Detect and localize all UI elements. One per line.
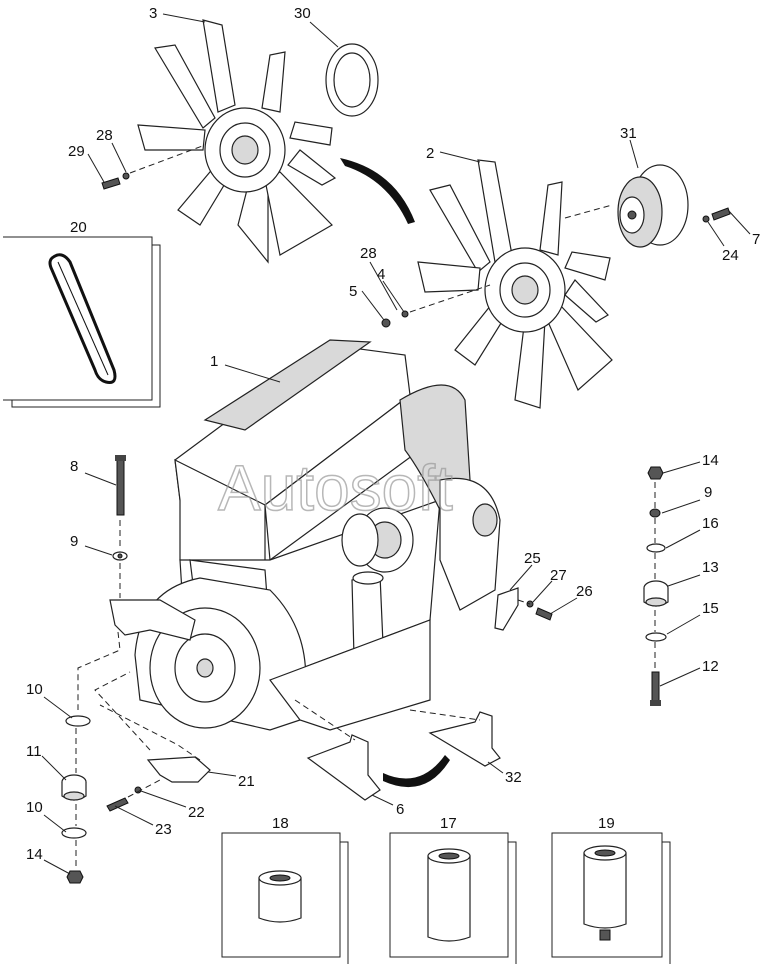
callout-14: 14 bbox=[702, 452, 719, 469]
callout-30: 30 bbox=[294, 5, 311, 22]
bracket-32 bbox=[428, 711, 501, 767]
isolator-11 bbox=[61, 774, 87, 801]
bolt-23 bbox=[106, 797, 129, 812]
callout-10b: 10 bbox=[26, 799, 43, 816]
bracket-25 bbox=[494, 587, 519, 631]
callout-12: 12 bbox=[702, 658, 719, 675]
fan-3 bbox=[137, 19, 337, 264]
bracket-21 bbox=[146, 756, 211, 783]
callout-2: 2 bbox=[426, 145, 434, 162]
callout-16: 16 bbox=[702, 515, 719, 532]
callout-32: 32 bbox=[505, 769, 522, 786]
bolt-7 bbox=[711, 207, 731, 221]
callout-26: 26 bbox=[576, 583, 593, 600]
callout-7: 7 bbox=[752, 231, 760, 248]
bracket-6 bbox=[306, 734, 381, 801]
callout-24: 24 bbox=[722, 247, 739, 264]
nut-14a bbox=[647, 466, 664, 480]
callout-6: 6 bbox=[396, 801, 404, 818]
washer-10a bbox=[65, 715, 91, 727]
callout-9b: 9 bbox=[704, 484, 712, 501]
callout-28b: 28 bbox=[360, 245, 377, 262]
callout-29: 29 bbox=[68, 143, 85, 160]
filter-box-19 bbox=[551, 832, 671, 964]
filter-box-17 bbox=[389, 832, 517, 964]
arrow-bracket bbox=[383, 755, 450, 788]
callout-15: 15 bbox=[702, 600, 719, 617]
callout-22: 22 bbox=[188, 804, 205, 821]
callout-5: 5 bbox=[349, 283, 357, 300]
callout-17: 17 bbox=[440, 815, 457, 832]
callout-1: 1 bbox=[210, 353, 218, 370]
arrow-upgrade bbox=[340, 158, 415, 224]
callout-9: 9 bbox=[70, 533, 78, 550]
bolt-8 bbox=[116, 457, 125, 516]
fan-hub-31 bbox=[617, 164, 689, 248]
watermark: Autosoft bbox=[218, 452, 453, 524]
callout-19: 19 bbox=[598, 815, 615, 832]
callout-14b: 14 bbox=[26, 846, 43, 863]
callout-3: 3 bbox=[149, 5, 157, 22]
callout-10: 10 bbox=[26, 681, 43, 698]
fan-2 bbox=[417, 159, 613, 409]
belt-20-box bbox=[3, 236, 161, 408]
washer-15 bbox=[645, 632, 667, 642]
isolator-13 bbox=[643, 580, 669, 607]
washer-9b bbox=[649, 508, 661, 518]
nut-14b bbox=[66, 870, 84, 884]
callout-23: 23 bbox=[155, 821, 172, 838]
leader-lines bbox=[41, 13, 751, 875]
callout-25: 25 bbox=[524, 550, 541, 567]
washer-10b bbox=[61, 827, 87, 839]
callout-31: 31 bbox=[620, 125, 637, 142]
bolt-29 bbox=[101, 172, 130, 190]
callout-4: 4 bbox=[377, 266, 385, 283]
callout-21: 21 bbox=[238, 773, 255, 790]
washer-16 bbox=[646, 543, 666, 553]
washer-24 bbox=[702, 215, 710, 223]
callout-13: 13 bbox=[702, 559, 719, 576]
bolt-5 bbox=[381, 318, 391, 328]
callout-labels: 3 30 29 28 2 31 7 24 20 28 4 5 1 8 9 14 … bbox=[26, 5, 760, 863]
bolt-26 bbox=[535, 607, 553, 621]
gasket-30 bbox=[325, 43, 379, 117]
callout-11: 11 bbox=[26, 743, 42, 760]
callout-28: 28 bbox=[96, 127, 113, 144]
washer-4 bbox=[401, 310, 409, 318]
callout-18: 18 bbox=[272, 815, 289, 832]
filter-box-18 bbox=[221, 832, 349, 964]
callout-20: 20 bbox=[70, 219, 87, 236]
engine-1 bbox=[109, 339, 501, 731]
callout-8: 8 bbox=[70, 458, 78, 475]
callout-27: 27 bbox=[550, 567, 567, 584]
